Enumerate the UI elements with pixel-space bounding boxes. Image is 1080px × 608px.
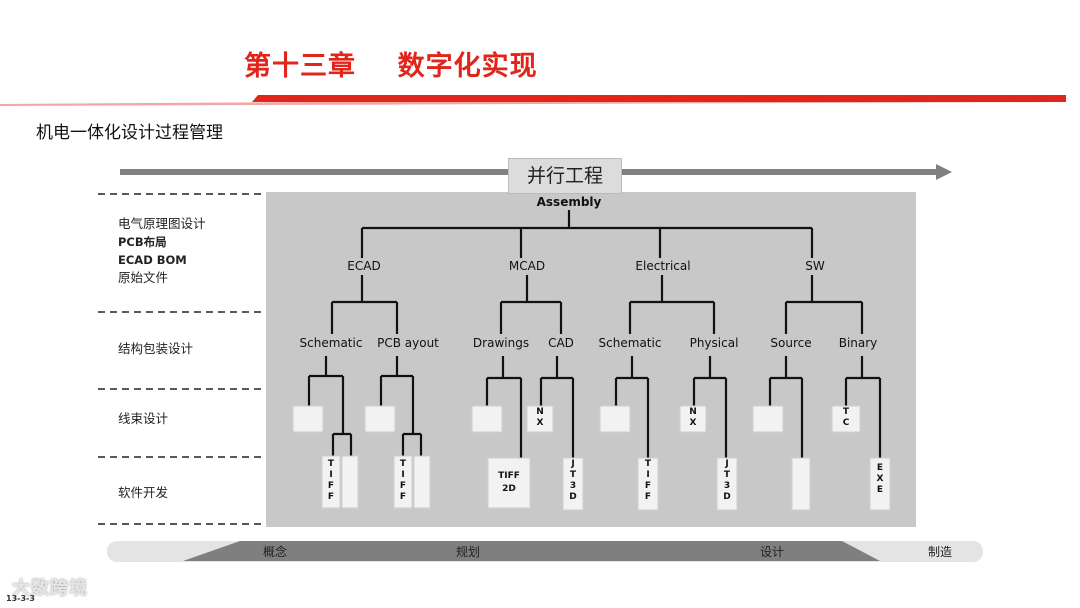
leaf-box xyxy=(526,405,554,433)
row1-line: PCB布局 xyxy=(118,235,167,249)
leaf-box xyxy=(716,457,738,511)
row-label-ecad: 电气原理图设计 PCB布局 ECAD BOM 原始文件 xyxy=(118,215,206,287)
node-ecad: ECAD xyxy=(347,259,381,273)
phase-trapezoid xyxy=(183,541,880,561)
diagram-panel xyxy=(266,192,916,527)
leaf-box xyxy=(791,457,811,511)
header-underline xyxy=(0,95,1066,106)
leaf-box xyxy=(752,405,784,433)
node-physical: Physical xyxy=(689,336,739,350)
leaf-label-tiff-2d: TIFF 2D xyxy=(498,471,520,494)
node-drawings: Drawings xyxy=(472,336,530,350)
section-subtitle: 机电一体化设计过程管理 xyxy=(36,123,223,143)
leaf-box xyxy=(679,405,707,433)
node-schematic: Schematic xyxy=(299,336,363,350)
row1-line: 原始文件 xyxy=(118,270,169,285)
leaf-box xyxy=(471,405,503,433)
row1-line: ECAD BOM xyxy=(118,253,187,267)
node-electrical: Electrical xyxy=(635,259,691,273)
node-sw: SW xyxy=(805,259,825,273)
leaf-box xyxy=(637,457,659,511)
phase-planning: 规划 xyxy=(456,545,481,559)
row-label-harness: 线束设计 xyxy=(118,411,169,426)
watermark-logo: 大数跨境 xyxy=(12,578,88,599)
node-cad: CAD xyxy=(548,336,574,350)
concurrent-arrow-head xyxy=(936,164,952,180)
leaf-box xyxy=(487,457,531,509)
row1-line: 电气原理图设计 xyxy=(118,216,206,231)
leaf-box xyxy=(364,405,396,433)
node-mcad: MCAD xyxy=(508,259,546,273)
leaf-box xyxy=(869,457,891,511)
node-pcb-layout: PCB ayout xyxy=(377,336,439,350)
page-number: 13-3-3 xyxy=(6,594,35,603)
row-label-structure: 结构包装设计 xyxy=(118,341,194,356)
leaf-box xyxy=(393,455,413,509)
node-schematic-electrical: Schematic xyxy=(598,336,662,350)
tree-connectors xyxy=(307,210,882,458)
leaf-box xyxy=(562,457,584,511)
page-title: 第十三章 数字化实现 xyxy=(244,51,538,82)
leaf-box xyxy=(292,405,324,433)
leaf-box xyxy=(321,455,341,509)
phase-design: 设计 xyxy=(760,545,785,559)
phase-manufacturing: 制造 xyxy=(928,545,953,559)
concurrent-engineering-label: 并行工程 xyxy=(508,158,622,194)
leaf-box xyxy=(341,455,359,509)
node-assembly: Assembly xyxy=(536,195,602,209)
leaf-box xyxy=(831,405,861,433)
row-label-software: 软件开发 xyxy=(118,485,169,500)
leaf-box xyxy=(599,405,631,433)
phase-concept: 概念 xyxy=(263,545,288,559)
node-binary: Binary xyxy=(838,336,878,350)
leaf-box xyxy=(413,455,431,509)
node-source: Source xyxy=(770,336,812,350)
